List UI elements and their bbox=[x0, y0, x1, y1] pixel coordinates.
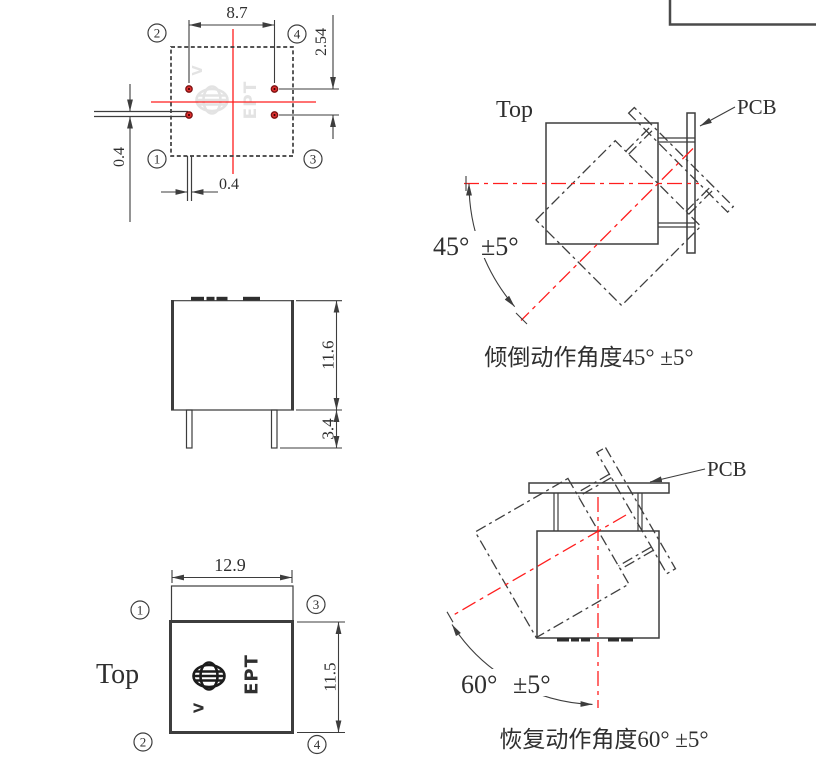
pcb-label: PCB bbox=[737, 95, 777, 119]
dim-body-height-text: 11.6 bbox=[319, 340, 338, 369]
dim-pin-length: 3.4 bbox=[280, 410, 342, 449]
caption-tilt-angle: 倾倒动作角度45° ±5° bbox=[484, 345, 693, 370]
angle-tolerance: ±5° bbox=[481, 232, 519, 261]
circled-pin-4 bbox=[287, 24, 307, 44]
circled-pin-1 bbox=[147, 149, 167, 169]
circled-pin-3-digit: 3 bbox=[310, 152, 317, 167]
dim-pad-span: 8.7 bbox=[188, 3, 276, 83]
right-pin bbox=[270, 409, 278, 449]
circled-pin-4-digit: 4 bbox=[314, 737, 321, 752]
side-view: 11.6 3.4 bbox=[171, 296, 342, 449]
view-label-top: Top bbox=[496, 97, 533, 123]
ept-logo-text: EPT bbox=[242, 654, 263, 695]
circled-pin-2 bbox=[147, 23, 167, 43]
dim-body-width: 12.9 bbox=[171, 555, 293, 583]
pad-3-center bbox=[273, 114, 276, 116]
pad-2-center bbox=[188, 88, 190, 90]
tilt-action-view: 45° ±5° Top PCB 倾倒动作角度45° ±5° bbox=[431, 95, 777, 370]
dim-pin-width: 0.4 bbox=[161, 176, 239, 195]
pad-4-center bbox=[273, 88, 276, 90]
footprint-body-outline bbox=[170, 46, 294, 157]
red-axis-tilted bbox=[449, 514, 627, 618]
watermark-logo-text: EPT bbox=[241, 81, 261, 120]
top-view: 12.9 11.5 1 3 2 4 Top EPT V bbox=[96, 555, 345, 755]
circled-pin-1-digit: 1 bbox=[154, 152, 161, 167]
angle-tolerance: ±5° bbox=[513, 670, 551, 699]
red-axis-tilted bbox=[520, 148, 694, 321]
circled-pin-3-digit: 3 bbox=[313, 597, 320, 612]
circled-pin-3 bbox=[306, 594, 326, 615]
dim-body-depth-text: 11.5 bbox=[321, 662, 340, 691]
pcb-label: PCB bbox=[707, 457, 747, 481]
angle-value: 45° bbox=[433, 232, 469, 261]
left-pin bbox=[185, 409, 193, 449]
pcb-board bbox=[528, 482, 670, 494]
body-top-outline bbox=[169, 620, 294, 734]
dim-body-depth: 11.5 bbox=[297, 621, 345, 734]
dim-pin-length-text: 3.4 bbox=[319, 418, 338, 440]
view-label-top: Top bbox=[96, 659, 139, 690]
angle-value: 60° bbox=[461, 670, 497, 699]
dim-wire-width: 0.4 bbox=[111, 84, 133, 222]
title-block-frame-corner bbox=[668, 0, 816, 26]
top-view-pin-numbers: 1 3 2 4 bbox=[130, 594, 327, 755]
circled-pin-1-digit: 1 bbox=[137, 603, 144, 618]
globe-icon-watermark bbox=[195, 85, 229, 115]
recovery-ghost-outline bbox=[474, 446, 677, 639]
direction-mark: V bbox=[193, 702, 208, 713]
circled-pin-1 bbox=[130, 600, 150, 620]
dim-pad-span-text: 8.7 bbox=[226, 3, 248, 22]
dim-pad-pitch-text: 2.54 bbox=[313, 28, 330, 56]
dim-pad-pitch: 2.54 bbox=[279, 15, 339, 139]
circled-pin-2-digit: 2 bbox=[140, 735, 147, 750]
pcb-leader-line bbox=[699, 106, 736, 127]
footprint-pin-numbers: 2 4 1 3 bbox=[147, 23, 323, 169]
circled-pin-4-digit: 4 bbox=[294, 27, 301, 42]
angle-label-backdrop bbox=[431, 231, 533, 258]
caption-recovery-angle: 恢复动作角度60° ±5° bbox=[499, 727, 708, 752]
circled-pin-2 bbox=[133, 732, 153, 752]
angle-tick-tilted bbox=[446, 611, 454, 623]
angle-label-backdrop bbox=[457, 669, 565, 696]
dim-wire-width-text: 0.4 bbox=[111, 147, 128, 167]
circled-pin-4 bbox=[307, 734, 327, 755]
dim-body-width-text: 12.9 bbox=[214, 555, 246, 575]
top-vent-notches bbox=[191, 296, 260, 301]
dim-body-height: 11.6 bbox=[296, 300, 342, 411]
circled-pin-2-digit: 2 bbox=[154, 26, 161, 41]
angle-tick-tilted bbox=[515, 312, 528, 325]
recovery-action-view: 60° ±5° PCB 恢复动作角度60° ±5° bbox=[446, 446, 747, 752]
circled-pin-3 bbox=[303, 149, 323, 169]
watermark-direction-mark: V bbox=[191, 64, 206, 75]
pad-1-center bbox=[188, 114, 190, 116]
pcb-leader-line bbox=[649, 468, 706, 483]
body-flange-outline bbox=[170, 585, 294, 623]
solder-pads bbox=[185, 85, 279, 119]
dim-pin-width-text: 0.4 bbox=[219, 176, 239, 193]
footprint-view: EPT V 8.7 bbox=[94, 3, 339, 222]
globe-icon bbox=[192, 661, 226, 691]
